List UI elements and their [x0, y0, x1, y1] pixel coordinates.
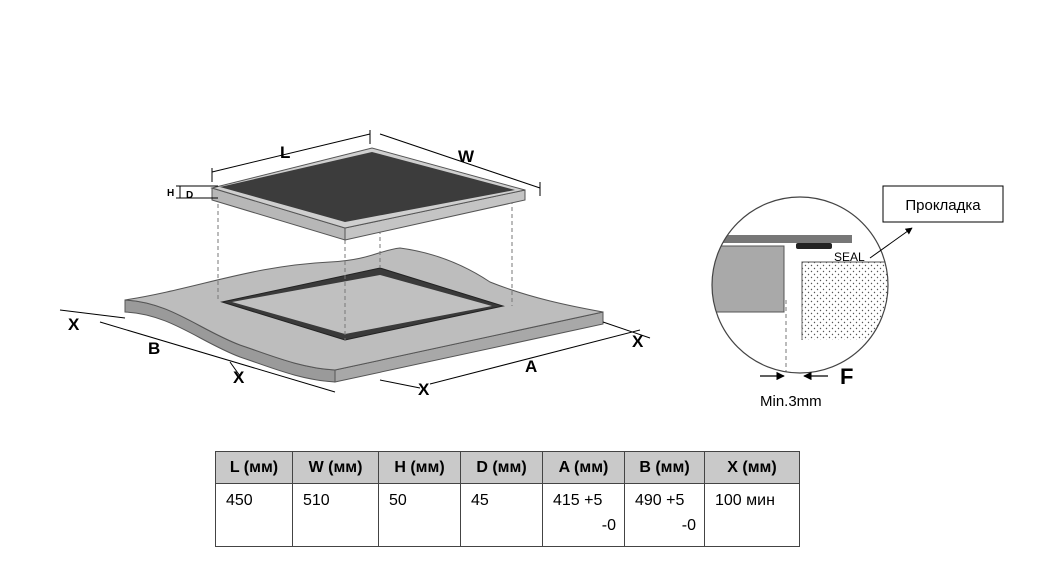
detail-hob-body — [712, 245, 785, 313]
dimensions-table: L (мм) W (мм) H (мм) D (мм) A (мм) B (мм… — [215, 451, 800, 547]
seal-label: SEAL — [834, 250, 865, 264]
detail-countertop — [801, 261, 888, 343]
projection-lines — [217, 197, 513, 340]
min-gap-label: Min.3mm — [760, 393, 822, 410]
seal-detail-view: SEAL — [711, 196, 889, 374]
gasket-callout: Прокладка — [869, 185, 1004, 259]
cell-W: 510 — [292, 483, 379, 547]
cell-X: 100 мин — [704, 483, 800, 547]
gasket-label: Прокладка — [905, 197, 981, 214]
cell-D: 45 — [460, 483, 543, 547]
cell-B: 490 +5-0 — [624, 483, 705, 547]
label-A: A — [525, 357, 537, 376]
cell-A: 415 +5-0 — [542, 483, 625, 547]
cooktop — [210, 147, 526, 241]
header-X: X (мм) — [704, 451, 800, 484]
dimension-lines — [59, 130, 651, 393]
gasket-label-box — [882, 185, 1004, 223]
label-L: L — [280, 143, 290, 162]
table-row: 450 510 50 45 415 +5-0 490 +5-0 100 мин — [215, 483, 800, 547]
header-A: A (мм) — [542, 451, 625, 484]
label-W: W — [458, 147, 475, 166]
header-D: D (мм) — [460, 451, 543, 484]
label-D: D — [186, 190, 193, 201]
cutout-inner-wall — [232, 275, 492, 334]
label-X-left: X — [68, 315, 80, 334]
label-B: B — [148, 339, 160, 358]
countertop — [124, 247, 604, 383]
table-header-row: L (мм) W (мм) H (мм) D (мм) A (мм) B (мм… — [215, 451, 800, 484]
header-W: W (мм) — [292, 451, 379, 484]
cell-H: 50 — [378, 483, 461, 547]
label-X-bottom-left: X — [233, 368, 245, 387]
detail-seal — [796, 243, 832, 249]
cell-L: 450 — [215, 483, 293, 547]
label-X-right: X — [632, 332, 644, 351]
header-L: L (мм) — [215, 451, 293, 484]
cooktop-glass-inner — [220, 152, 515, 222]
gap-indicator: F Min.3mm — [760, 364, 853, 410]
label-X-bottom: X — [418, 380, 430, 399]
label-F: F — [840, 364, 853, 389]
header-H: H (мм) — [378, 451, 461, 484]
label-H: H — [167, 188, 174, 199]
header-B: B (мм) — [624, 451, 705, 484]
detail-glass-top — [712, 235, 852, 243]
